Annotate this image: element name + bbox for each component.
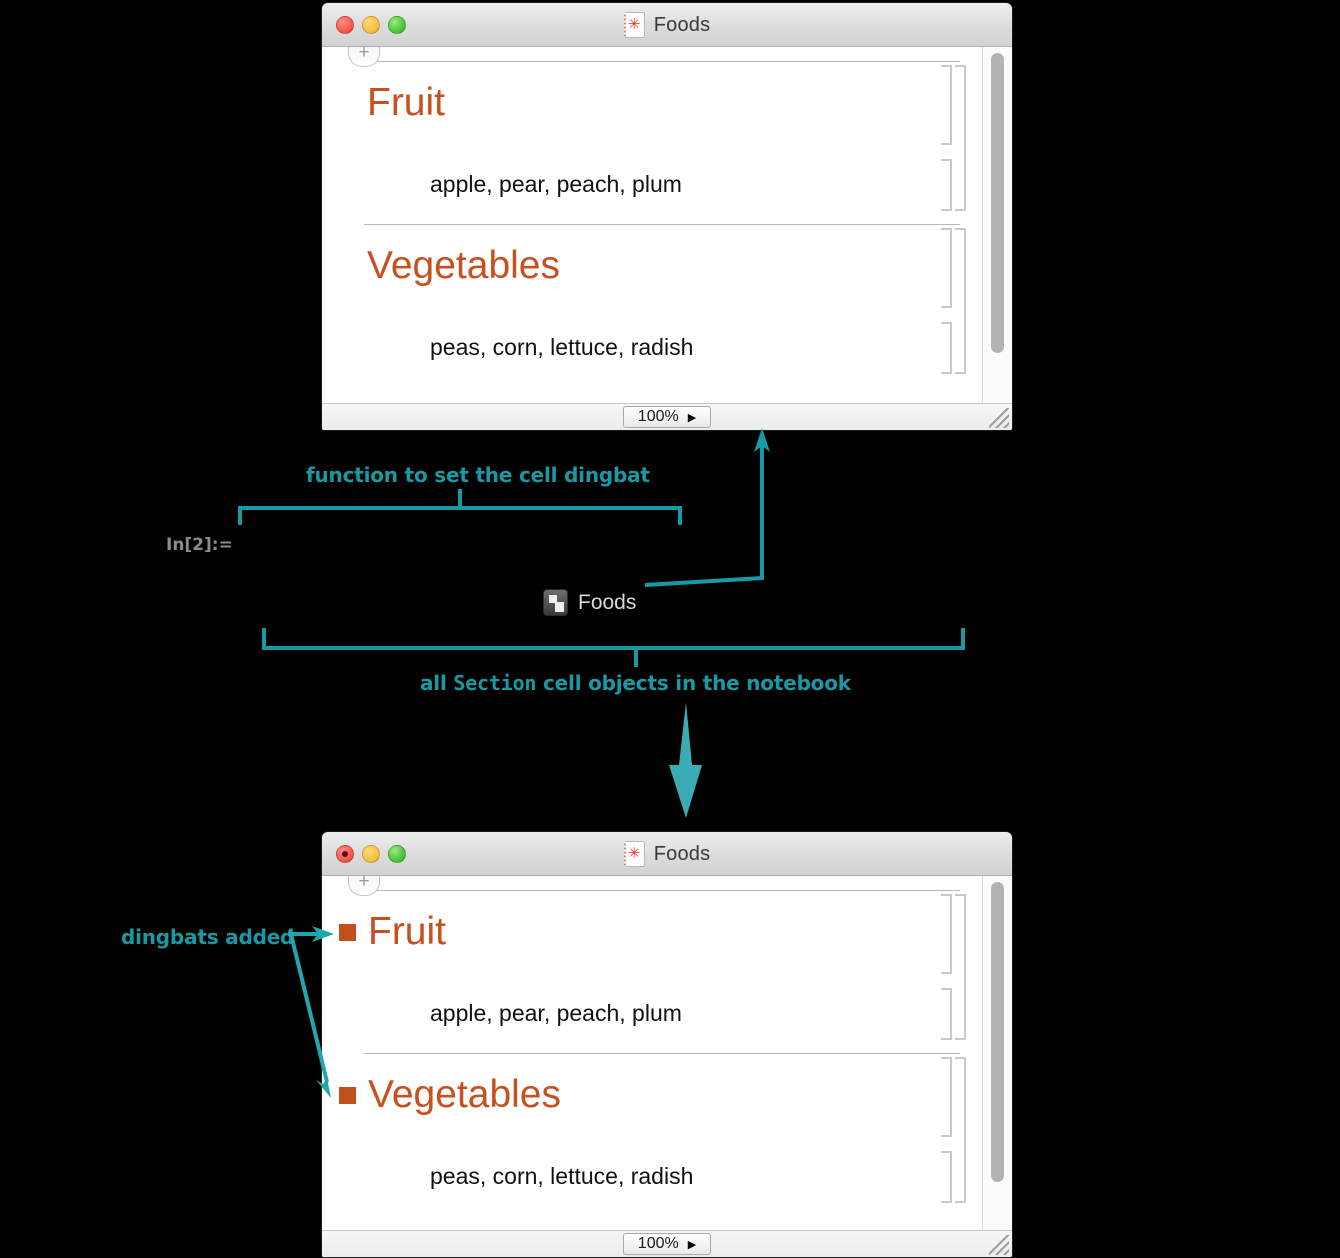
statusbar-after: 100% ▶	[322, 1230, 1012, 1257]
brace-section-cells	[262, 628, 965, 650]
section-title-text: Vegetables	[367, 244, 561, 287]
cell-divider	[364, 890, 960, 891]
resize-grip-before[interactable]	[989, 408, 1009, 428]
output-object-label: Foods	[578, 590, 637, 614]
zoom-control-before[interactable]: 100% ▶	[623, 406, 711, 428]
cell-bracket-inner-title[interactable]	[941, 228, 952, 308]
scrollbar-thumb-before[interactable]	[991, 53, 1004, 353]
section-heading-fruit-before[interactable]: Fruit	[367, 81, 445, 124]
cell-divider	[364, 224, 960, 225]
cell-bracket-inner-title[interactable]	[941, 1057, 952, 1137]
titlebar-before[interactable]: ✳ Foods	[322, 3, 1012, 47]
cell-bracket-inner-title[interactable]	[941, 894, 952, 974]
section-cell-fruit-after[interactable]: Fruit apple, pear, peach, plum	[322, 890, 982, 1040]
zoom-control-after[interactable]: 100% ▶	[623, 1233, 711, 1255]
section-heading-fruit-after[interactable]: Fruit	[339, 910, 446, 953]
cell-bracket-inner-title[interactable]	[941, 65, 952, 145]
section-body-vegetables-after[interactable]: peas, corn, lettuce, radish	[430, 1163, 694, 1189]
section-heading-vegetables-after[interactable]: Vegetables	[339, 1073, 562, 1116]
window-title-before: Foods	[653, 13, 711, 36]
cell-bracket-group[interactable]	[955, 1057, 966, 1203]
section-body-fruit-before[interactable]: apple, pear, peach, plum	[430, 171, 682, 197]
notebook-window-before[interactable]: ✳ Foods + Fruit apple, pear, peach, plum	[321, 2, 1013, 431]
cell-dingbat-square-icon	[339, 923, 356, 941]
cell-bracket-group[interactable]	[955, 894, 966, 1040]
notebook-document-icon: ✳	[623, 841, 645, 867]
close-button-after[interactable]	[336, 845, 354, 863]
output-notebook-object[interactable]: Foods	[543, 589, 636, 616]
cell-list-before: Fruit apple, pear, peach, plum Vegetable…	[322, 47, 982, 404]
close-button-before[interactable]	[336, 16, 354, 34]
section-cell-fruit-before[interactable]: Fruit apple, pear, peach, plum	[322, 61, 982, 211]
statusbar-before: 100% ▶	[322, 403, 1012, 430]
section-body-vegetables-before[interactable]: peas, corn, lettuce, radish	[430, 334, 694, 360]
cell-bracket-inner-body[interactable]	[941, 988, 952, 1040]
section-title-text: Fruit	[367, 81, 445, 124]
cell-dingbat-square-icon	[339, 1086, 356, 1104]
label-part-post: cell objects in the notebook	[536, 671, 851, 695]
cell-bracket-inner-body[interactable]	[941, 1151, 952, 1203]
section-title-text: Vegetables	[368, 1073, 562, 1116]
cell-bracket-inner-body[interactable]	[941, 159, 952, 211]
title-group-before: ✳ Foods	[322, 3, 1012, 47]
chevron-right-icon: ▶	[687, 411, 697, 424]
section-cell-vegetables-after[interactable]: Vegetables peas, corn, lettuce, radish	[322, 1053, 982, 1203]
cell-bracket-inner-body[interactable]	[941, 322, 952, 374]
vertical-scrollbar-before[interactable]	[982, 47, 1012, 404]
cell-list-after: Fruit apple, pear, peach, plum Vegetable…	[322, 876, 982, 1232]
notebook-body-before[interactable]: + Fruit apple, pear, peach, plum	[322, 47, 1012, 404]
arrow-foods-to-window	[644, 440, 764, 587]
arrowhead-foods-to-window	[754, 428, 770, 452]
zoom-button-after[interactable]	[388, 845, 406, 863]
annotation-dingbats-label: dingbats added	[121, 925, 295, 949]
zoom-level-label: 100%	[637, 408, 679, 425]
notebook-window-after[interactable]: ✳ Foods + Fruit apple, pear, peach, plum	[321, 831, 1013, 1258]
chevron-right-icon: ▶	[687, 1238, 697, 1251]
annotation-section-objects-label: all Section cell objects in the notebook	[420, 671, 851, 695]
cell-divider	[364, 1053, 960, 1054]
cell-bracket-group[interactable]	[955, 228, 966, 374]
resize-grip-after[interactable]	[989, 1235, 1009, 1255]
window-controls-after	[336, 845, 406, 863]
minimize-button-before[interactable]	[362, 16, 380, 34]
big-down-arrow	[669, 702, 702, 818]
section-cell-vegetables-before[interactable]: Vegetables peas, corn, lettuce, radish	[322, 224, 982, 374]
annotation-function-label: function to set the cell dingbat	[306, 463, 650, 487]
vertical-scrollbar-after[interactable]	[982, 876, 1012, 1232]
minimize-button-after[interactable]	[362, 845, 380, 863]
zoom-level-label: 100%	[637, 1235, 679, 1252]
cell-bracket-group[interactable]	[955, 65, 966, 211]
notebook-body-after[interactable]: + Fruit apple, pear, peach, plum	[322, 876, 1012, 1232]
section-body-fruit-after[interactable]: apple, pear, peach, plum	[430, 1000, 682, 1026]
scrollbar-thumb-after[interactable]	[991, 882, 1004, 1182]
window-controls-before	[336, 16, 406, 34]
section-title-text: Fruit	[368, 910, 446, 953]
section-heading-vegetables-before[interactable]: Vegetables	[367, 244, 561, 287]
titlebar-after[interactable]: ✳ Foods	[322, 832, 1012, 876]
window-title-after: Foods	[653, 842, 711, 865]
brace-function	[238, 506, 682, 525]
label-part-mono: Section	[453, 671, 537, 695]
cell-divider	[364, 61, 960, 62]
notebook-object-icon	[543, 589, 568, 616]
label-part-pre: all	[420, 671, 454, 695]
zoom-button-before[interactable]	[388, 16, 406, 34]
notebook-document-icon: ✳	[623, 12, 645, 38]
title-group-after: ✳ Foods	[322, 832, 1012, 876]
input-prompt-label: In[2]:=	[166, 535, 233, 555]
